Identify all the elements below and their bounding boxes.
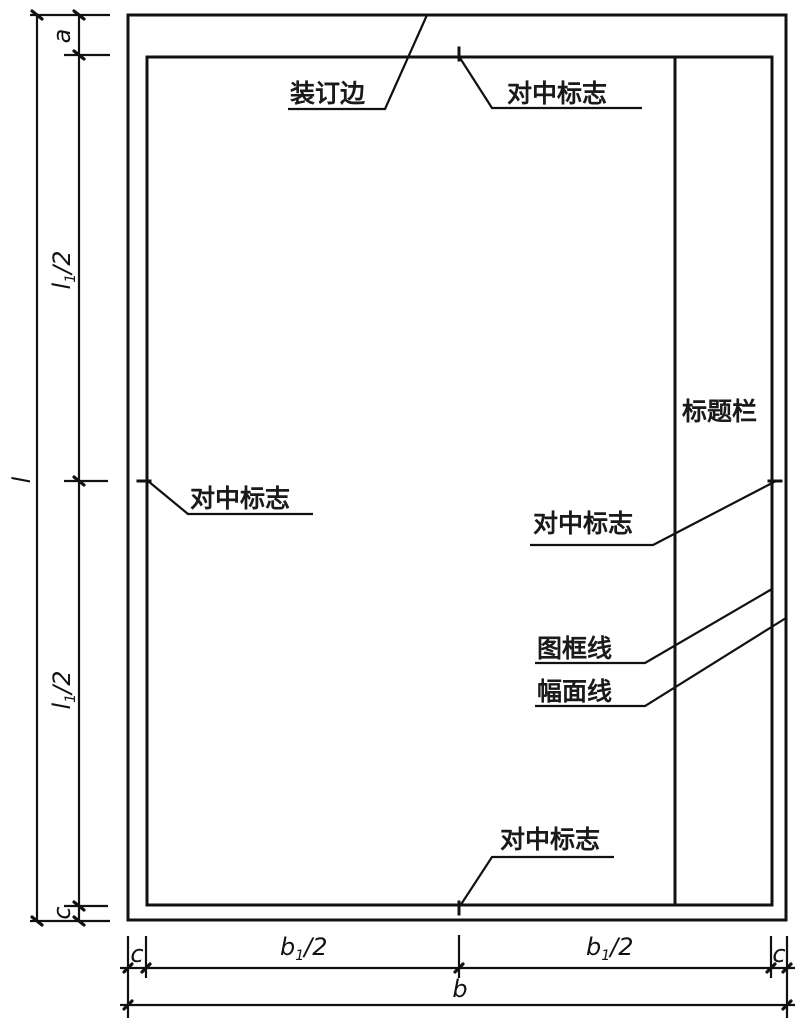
svg-text:l1/2: l1/2 (48, 671, 79, 710)
label-frame-line: 图框线 (537, 634, 612, 663)
dim-c-left: c (48, 906, 76, 919)
label-centering-top: 对中标志 (507, 79, 607, 108)
leader-centering-bottom (459, 855, 614, 907)
sheet-border (126, 13, 788, 922)
label-centering-left: 对中标志 (190, 484, 290, 513)
leader-sheet-border-line (535, 617, 787, 708)
dim-b1-half-right: b1/2 (586, 933, 634, 964)
drawing-frame (145, 55, 774, 907)
dim-l1-half-top: l1/2 (48, 251, 79, 290)
dim-a: a (48, 29, 76, 44)
label-centering-bottom: 对中标志 (500, 825, 600, 854)
label-sheet-border-line: 幅面线 (537, 677, 612, 706)
dim-c-bottom-left: c (130, 940, 143, 968)
leader-centering-top (459, 57, 642, 110)
label-title-block: 标题栏 (682, 397, 757, 426)
leader-binding-edge (288, 14, 429, 111)
dim-b: b (452, 975, 467, 1003)
leader-centering-right (530, 480, 777, 547)
leader-frame-line (535, 588, 773, 665)
dim-c-bottom-right: c (772, 940, 785, 968)
dim-b1-half-left: b1/2 (280, 933, 328, 964)
leader-centering-left (147, 480, 313, 516)
svg-text:l1/2: l1/2 (48, 251, 79, 290)
label-centering-right: 对中标志 (533, 509, 633, 538)
dim-l1-half-bottom: l1/2 (48, 671, 79, 710)
label-binding-edge: 装订边 (290, 79, 366, 108)
dim-l: l (8, 476, 36, 483)
